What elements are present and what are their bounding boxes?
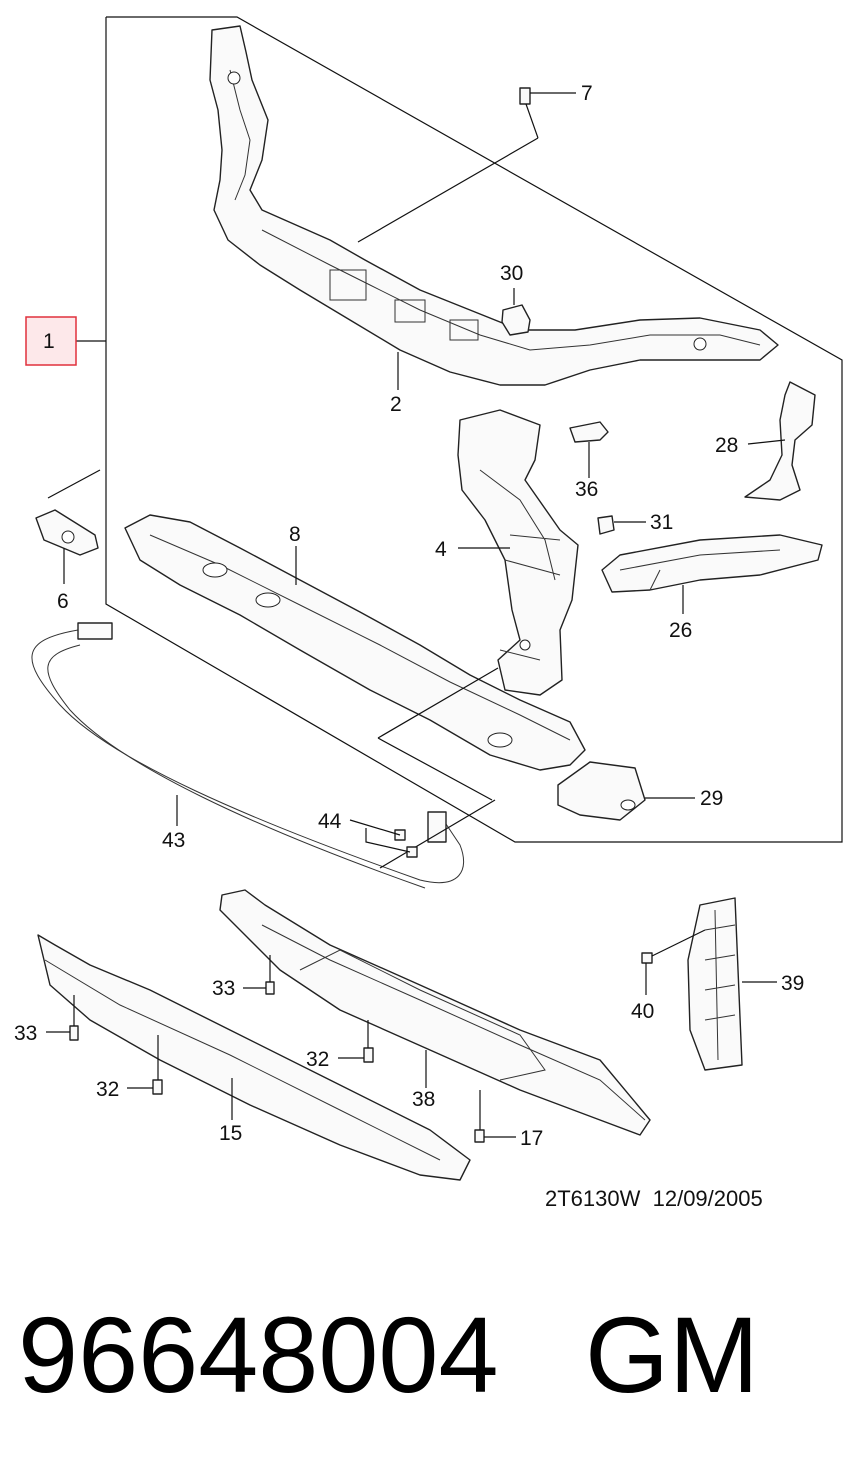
parts-diagram: 1 2 4 6 7 8 15 17 26 28 29 30 31 32 32 3… <box>14 16 843 1181</box>
bracket-36 <box>569 421 609 478</box>
part-number: 96648004 <box>18 1294 499 1415</box>
callout-7[interactable]: 7 <box>581 82 593 105</box>
seal-43 <box>31 622 496 889</box>
lower-tie-bar-8 <box>124 514 586 801</box>
callout-6[interactable]: 6 <box>57 590 69 613</box>
callout-1[interactable]: 1 <box>43 330 55 353</box>
callout-39[interactable]: 39 <box>781 972 804 995</box>
callout-32-right[interactable]: 32 <box>306 1048 329 1071</box>
lower-cover-38 <box>219 889 651 1136</box>
bracket-29 <box>557 761 695 821</box>
deflector-15 <box>37 934 471 1181</box>
callout-44[interactable]: 44 <box>318 810 342 833</box>
callout-box-1-highlight[interactable] <box>25 316 77 366</box>
clip-31 <box>597 515 646 535</box>
assembly-outline <box>76 16 843 843</box>
callout-32-left[interactable]: 32 <box>96 1078 119 1101</box>
callout-15[interactable]: 15 <box>219 1122 242 1145</box>
callout-43[interactable]: 43 <box>162 829 185 852</box>
bolt-7 <box>357 87 576 243</box>
callout-33-left[interactable]: 33 <box>14 1022 37 1045</box>
callout-36[interactable]: 36 <box>575 478 598 501</box>
bracket-30 <box>501 288 531 336</box>
callout-31[interactable]: 31 <box>650 511 673 534</box>
callout-8[interactable]: 8 <box>289 523 301 546</box>
brand-name: GM <box>585 1294 759 1415</box>
callout-38[interactable]: 38 <box>412 1088 435 1111</box>
bolt-40 <box>641 929 706 995</box>
callout-33-right[interactable]: 33 <box>212 977 235 1000</box>
bracket-28 <box>744 381 816 501</box>
nut-44 <box>349 819 418 858</box>
callout-2[interactable]: 2 <box>390 393 402 416</box>
upper-tie-bar <box>209 25 779 386</box>
drawing-code: 2T6130W 12/09/2005 <box>545 1186 763 1211</box>
callout-30[interactable]: 30 <box>500 262 523 285</box>
callout-40[interactable]: 40 <box>631 1000 654 1023</box>
side-support-4 <box>457 409 579 696</box>
callout-4[interactable]: 4 <box>435 538 447 561</box>
bracket-6 <box>35 469 101 584</box>
callout-29[interactable]: 29 <box>700 787 723 810</box>
reinforcement-26 <box>601 534 823 614</box>
part-footer: 96648004 GM <box>18 1295 838 1415</box>
callout-17[interactable]: 17 <box>520 1127 543 1150</box>
callout-26[interactable]: 26 <box>669 619 692 642</box>
air-guide-39 <box>687 897 777 1071</box>
callout-28[interactable]: 28 <box>715 434 738 457</box>
fasteners <box>46 955 516 1143</box>
